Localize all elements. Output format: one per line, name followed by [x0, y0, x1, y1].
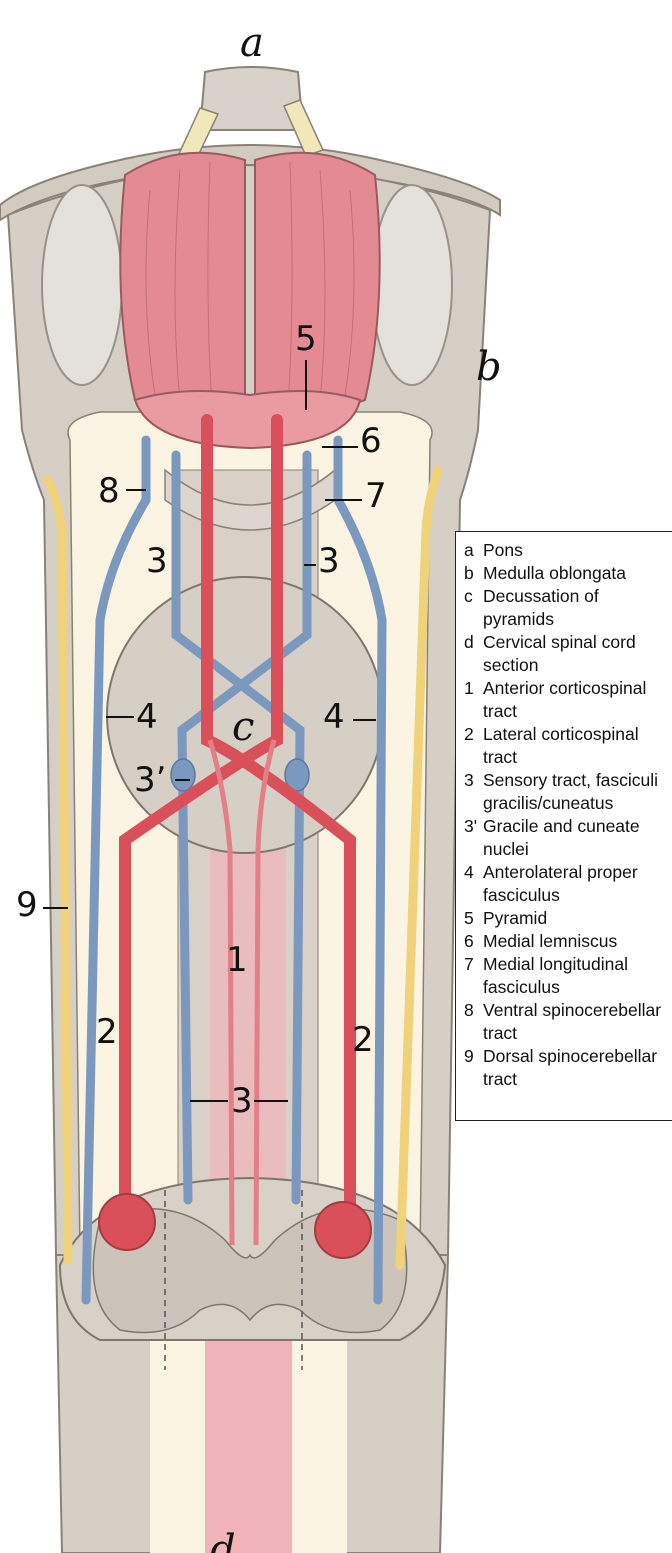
gracile-cuneate-nucleus-right	[284, 758, 310, 792]
legend-key: 8	[464, 1000, 474, 1020]
gracile-cuneate-nucleus-left	[170, 758, 196, 792]
legend-text: Dorsal spinocerebellar tract	[483, 1046, 658, 1089]
dorsal-spinocerebellar-right	[395, 465, 443, 1270]
label-5: 5	[295, 319, 317, 359]
legend-text: Ventral spinocerebellar tract	[483, 1000, 662, 1043]
anterior-corticospinal-fibers	[207, 739, 277, 1246]
legend-text: Medial lemniscus	[483, 931, 618, 951]
legend-text: Cervical spinal cord section	[483, 632, 636, 675]
spinal-white-right	[292, 1330, 347, 1553]
label-4-left: 4	[136, 697, 158, 737]
label-6: 6	[360, 421, 382, 461]
spinal-anterior-band	[205, 1300, 292, 1553]
label-2-left: 2	[96, 1012, 118, 1052]
label-b: b	[476, 344, 502, 390]
label-c: c	[232, 704, 254, 750]
legend-key: 1	[464, 678, 474, 698]
legend-text: Pyramid	[483, 908, 548, 928]
label-3-right: 3	[318, 541, 340, 581]
dorsal-spinocerebellar-left	[43, 475, 73, 1265]
legend-item: 5 Pyramid	[464, 907, 672, 930]
legend-text: Decussation of pyramids	[483, 586, 599, 629]
olive-right	[371, 184, 453, 386]
pons-stem	[198, 66, 305, 131]
label-3-prime: 3’	[134, 760, 166, 800]
leader-lines	[43, 360, 376, 1102]
legend-key: 3'	[464, 816, 478, 836]
legend-item: b Medulla oblongata	[464, 562, 672, 585]
legend-key: 2	[464, 724, 474, 744]
legend-key: 4	[464, 862, 474, 882]
label-4-right: 4	[323, 697, 345, 737]
olive-left	[41, 184, 123, 386]
legend-item: 1 Anterior corticospinal tract	[464, 677, 672, 723]
legend-item: 7 Medial longitudinal fasciculus	[464, 953, 672, 999]
legend-item: 8 Ventral spinocerebellar tract	[464, 999, 672, 1045]
legend-text: Pons	[483, 540, 523, 560]
legend-key: 9	[464, 1046, 474, 1066]
legend-text: Sensory tract, fasciculi gracilis/cuneat…	[483, 770, 659, 813]
legend-item: 2 Lateral corticospinal tract	[464, 723, 672, 769]
pyramid-right	[254, 151, 381, 411]
legend-key: 5	[464, 908, 474, 928]
label-7: 7	[365, 476, 387, 516]
spinal-white-left	[150, 1330, 205, 1553]
legend-text: Anterolateral proper fasciculus	[483, 862, 638, 905]
legend-text: Anterior corticospinal tract	[483, 678, 647, 721]
legend-key: 6	[464, 931, 474, 951]
legend-text: Medial longitudinal fasciculus	[483, 954, 628, 997]
pyramid-cross-section	[133, 390, 362, 450]
legend-item: 4 Anterolateral proper fasciculus	[464, 861, 672, 907]
label-8: 8	[98, 471, 120, 511]
legend-item: 6 Medial lemniscus	[464, 930, 672, 953]
legend-key: 7	[464, 954, 474, 974]
sensory-tracts	[81, 435, 387, 1305]
label-3-lower: 3	[231, 1081, 253, 1121]
label-1: 1	[226, 940, 248, 980]
legend-item: 3'Gracile and cuneate nuclei	[464, 815, 672, 861]
legend-key: b	[464, 563, 474, 583]
label-d: d	[210, 1527, 236, 1553]
cranial-nerve-right	[282, 99, 325, 157]
legend-item: a Pons	[464, 539, 672, 562]
label-3-left: 3	[146, 541, 168, 581]
legend-text: Lateral corticospinal tract	[483, 724, 639, 767]
legend-key: a	[464, 540, 474, 560]
legend-item: c Decussation of pyramids	[464, 585, 672, 631]
legend-item: 3 Sensory tract, fasciculi gracilis/cunea…	[464, 769, 672, 815]
lateral-corticospinal-section-right	[314, 1201, 372, 1259]
legend-item: 9 Dorsal spinocerebellar tract	[464, 1045, 672, 1091]
legend-text: Gracile and cuneate nuclei	[483, 816, 640, 859]
pyramid-left	[119, 151, 246, 411]
legend-text: Medulla oblongata	[483, 563, 627, 583]
legend-key: c	[464, 586, 473, 606]
legend-key: 3	[464, 770, 474, 790]
label-2-right: 2	[352, 1020, 374, 1060]
legend-item: d Cervical spinal cord section	[464, 631, 672, 677]
label-a: a	[240, 20, 264, 66]
lateral-corticospinal-section-left	[98, 1193, 156, 1251]
label-9: 9	[16, 885, 38, 925]
legend-key: d	[464, 632, 474, 652]
